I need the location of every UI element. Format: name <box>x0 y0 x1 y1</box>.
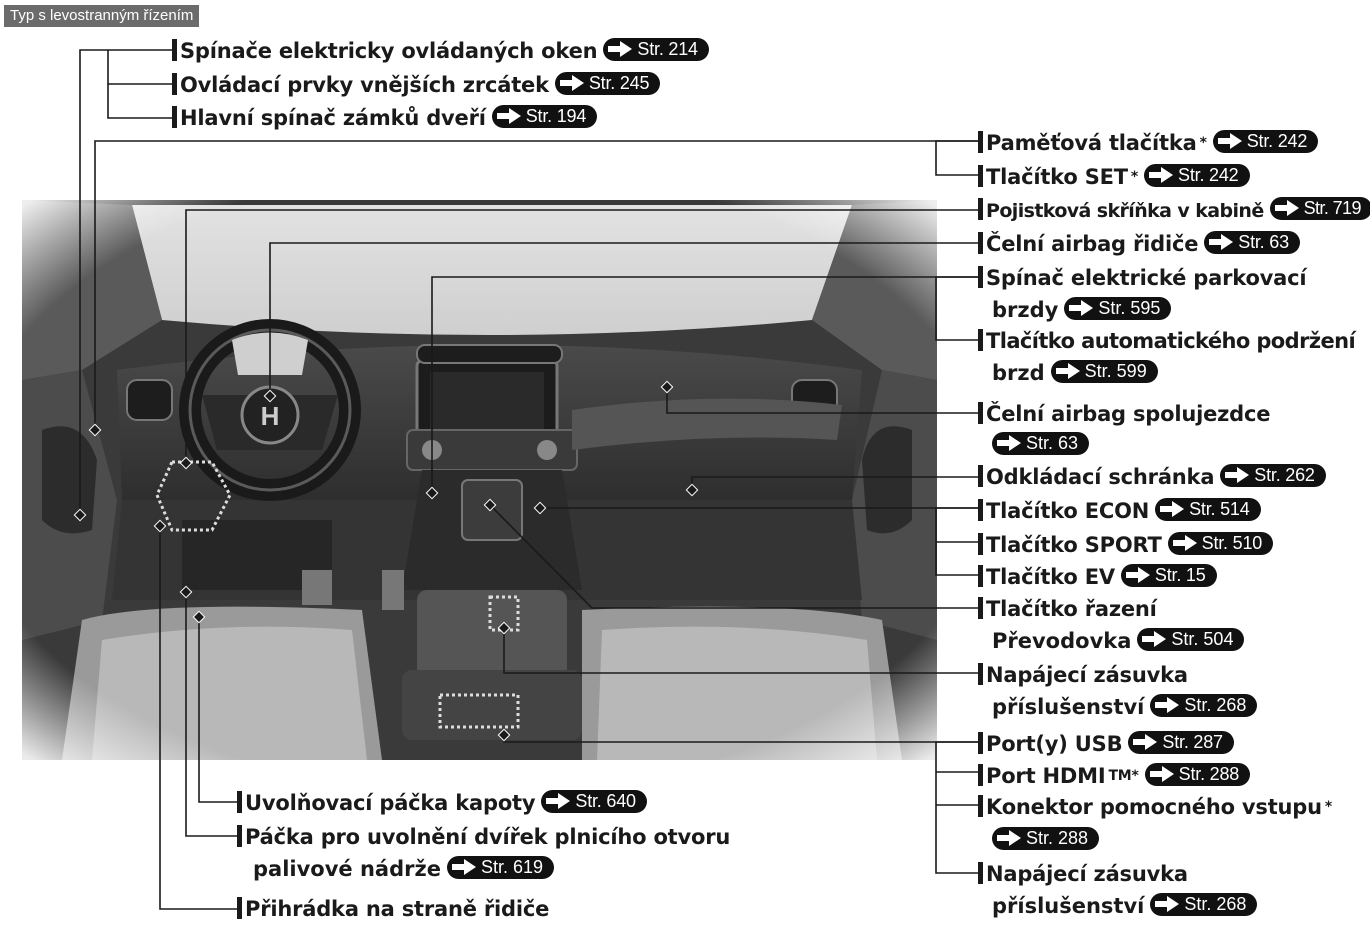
page-ref-link[interactable]: Str. 619 <box>447 856 554 879</box>
arrow-right-icon <box>1154 697 1180 713</box>
callout: Konektor pomocného vstupu* <box>978 792 1332 822</box>
arrow-right-icon <box>451 859 477 875</box>
arrow-right-icon <box>1148 167 1174 183</box>
arrow-right-icon <box>1055 363 1081 379</box>
page-ref-link[interactable]: Str. 288 <box>992 827 1099 850</box>
page-ref-link[interactable]: Str. 242 <box>1144 164 1249 187</box>
callout: Tlačítko řazení <box>978 594 1157 624</box>
callout: Přihrádka na straně řidiče <box>237 894 549 924</box>
callout: Napájecí zásuvka <box>978 660 1188 690</box>
page-ref-link[interactable]: Str. 15 <box>1121 564 1217 587</box>
arrow-right-icon <box>559 75 585 91</box>
arrow-right-icon <box>607 41 633 57</box>
callout: Páčka pro uvolnění dvířek plnicího otvor… <box>237 822 730 852</box>
page-ref-link[interactable]: Str. 510 <box>1168 532 1273 555</box>
page-ref-link[interactable]: Str. 242 <box>1213 130 1318 153</box>
page-ref-link[interactable]: Str. 63 <box>1204 231 1300 254</box>
arrow-right-icon <box>1132 734 1158 750</box>
arrow-right-icon <box>1172 535 1198 551</box>
arrow-right-icon <box>996 435 1022 451</box>
arrow-right-icon <box>1224 467 1250 483</box>
arrow-right-icon <box>1217 133 1243 149</box>
arrow-right-icon <box>996 830 1022 846</box>
callout: Čelní airbag spolujezdce <box>978 399 1270 429</box>
page-ref-link[interactable]: Str. 595 <box>1064 297 1171 320</box>
page-ref-link[interactable]: Str. 640 <box>541 790 646 813</box>
arrow-right-icon <box>1125 567 1151 583</box>
arrow-right-icon <box>1141 631 1167 647</box>
callout: Tlačítko automatického podržení <box>978 326 1355 356</box>
page-ref-link[interactable]: Str. 287 <box>1128 731 1233 754</box>
arrow-right-icon <box>1208 234 1234 250</box>
page-ref-link[interactable]: Str. 214 <box>603 38 708 61</box>
page-ref-link[interactable]: Str. 504 <box>1137 628 1244 651</box>
page-ref-link[interactable]: Str. 514 <box>1155 498 1260 521</box>
page-ref-link[interactable]: Str. 262 <box>1220 464 1325 487</box>
callout-continued: Str. 63 <box>986 430 1089 460</box>
callout: Tlačítko SET*Str. 242 <box>978 162 1250 192</box>
callout-continued: Str. 288 <box>986 825 1099 855</box>
page-ref-link[interactable]: Str. 288 <box>1145 763 1250 786</box>
arrow-right-icon <box>545 793 571 809</box>
page-ref-link[interactable]: Str. 63 <box>992 432 1089 455</box>
arrow-right-icon <box>1274 200 1300 216</box>
callout: Napájecí zásuvka <box>978 859 1188 889</box>
page-ref-link[interactable]: Str. 194 <box>492 105 597 128</box>
arrow-right-icon <box>1149 766 1175 782</box>
page-ref-link[interactable]: Str. 719 <box>1270 197 1370 220</box>
page-ref-link[interactable]: Str. 268 <box>1150 694 1257 717</box>
arrow-right-icon <box>1068 300 1094 316</box>
arrow-right-icon <box>1154 896 1180 912</box>
page-ref-link[interactable]: Str. 599 <box>1051 360 1158 383</box>
arrow-right-icon <box>1159 501 1185 517</box>
page-ref-link[interactable]: Str. 268 <box>1150 893 1257 916</box>
arrow-right-icon <box>496 108 522 124</box>
page-ref-link[interactable]: Str. 245 <box>555 72 660 95</box>
callout: Spínač elektrické parkovací <box>978 263 1306 293</box>
callout: Paměťová tlačítka*Str. 242 <box>978 128 1318 158</box>
